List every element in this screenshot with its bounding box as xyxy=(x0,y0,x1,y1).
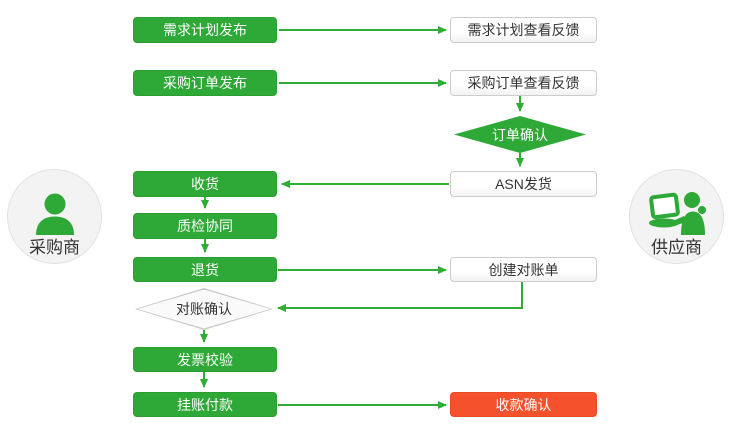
node-label: 对账确认 xyxy=(176,301,232,317)
node-label: 挂账付款 xyxy=(177,396,233,413)
node-label: 需求计划发布 xyxy=(163,22,247,38)
node-quality-check: 质检协同 xyxy=(133,213,277,239)
node-label: 收款确认 xyxy=(495,396,552,413)
node-label: 发票校验 xyxy=(177,351,233,368)
node-label: ASN发货 xyxy=(495,176,552,192)
supplier-actor-label: 供应商 xyxy=(651,238,702,257)
node-return-goods: 退货 xyxy=(133,257,277,282)
connector-statement-to-recon xyxy=(277,282,523,312)
node-asn-ship: ASN发货 xyxy=(450,171,597,197)
node-receipt-confirm: 收款确认 xyxy=(450,392,597,417)
supplier-laptop-person-icon xyxy=(648,192,706,235)
node-demand-plan-feedback: 需求计划查看反馈 xyxy=(450,17,597,43)
node-label: 需求计划查看反馈 xyxy=(467,22,580,38)
node-label: 创建对账单 xyxy=(488,261,559,278)
buyer-actor-label: 采购商 xyxy=(29,238,80,257)
buyer-person-icon xyxy=(35,193,74,235)
node-po-publish: 采购订单发布 xyxy=(133,70,277,96)
supplier-actor: 供应商 xyxy=(629,169,724,264)
node-book-payment: 挂账付款 xyxy=(133,392,277,417)
node-invoice-verify: 发票校验 xyxy=(133,347,277,372)
node-po-feedback: 采购订单查看反馈 xyxy=(450,70,597,96)
node-label: 采购订单查看反馈 xyxy=(467,75,580,91)
node-label: 采购订单发布 xyxy=(163,75,247,91)
node-demand-plan-publish: 需求计划发布 xyxy=(133,17,277,43)
node-label: 退货 xyxy=(191,261,219,278)
node-order-confirm-decision: 订单确认 xyxy=(454,116,586,153)
node-label: 订单确认 xyxy=(492,126,548,143)
node-statement-confirm-decision: 对账确认 xyxy=(135,288,273,330)
buyer-actor: 采购商 xyxy=(7,169,102,264)
node-label: 收货 xyxy=(191,176,219,192)
node-receive-goods: 收货 xyxy=(133,171,277,197)
node-label: 质检协同 xyxy=(177,218,233,234)
node-create-statement: 创建对账单 xyxy=(450,257,597,282)
